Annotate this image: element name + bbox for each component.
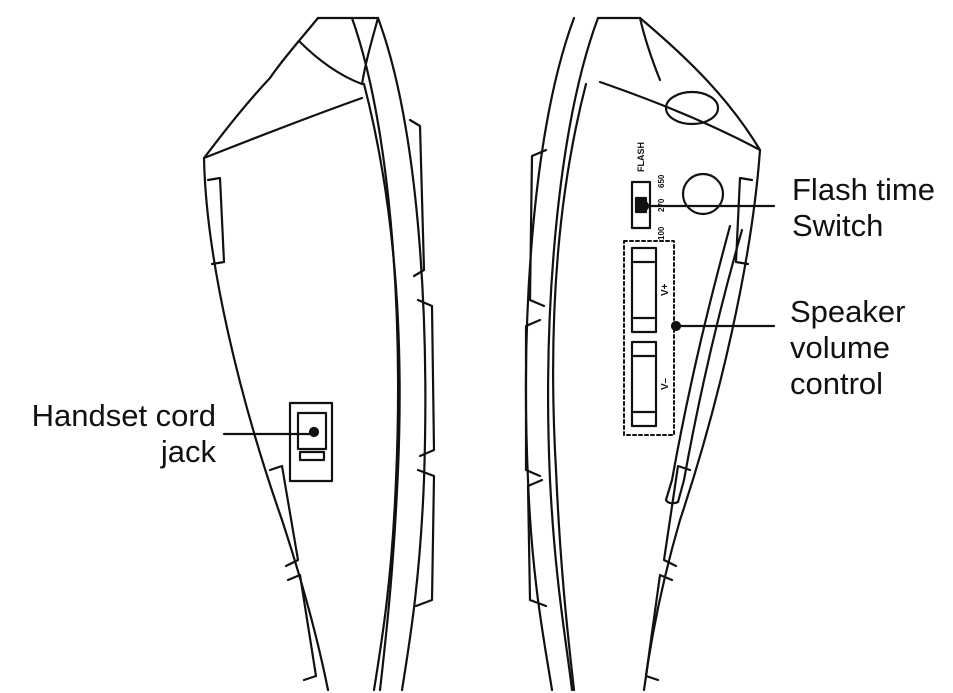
handset-label-line-2: jack	[160, 434, 216, 469]
left-side-view	[202, 16, 436, 692]
flash-time-switch-label: Flash time Switch	[792, 172, 935, 244]
device-markings: FLASH 100 270 650 V+ V–	[636, 142, 671, 390]
flash-label-line-2: Switch	[792, 208, 884, 243]
speaker-volume-control-label: Speaker volume control	[790, 294, 905, 402]
switch-position-650: 650	[657, 174, 666, 188]
speaker-label-line-2: volume	[790, 330, 890, 365]
switch-position-100: 100	[657, 226, 666, 240]
flash-label-line-1: Flash time	[792, 172, 935, 207]
speaker-label-line-1: Speaker	[790, 294, 906, 329]
volume-up-marking: V+	[660, 283, 671, 296]
flash-marking: FLASH	[636, 142, 646, 172]
volume-down-marking: V–	[660, 377, 671, 390]
switch-position-270: 270	[657, 198, 666, 212]
handset-label-line-1: Handset cord	[31, 398, 216, 433]
right-side-view	[524, 16, 762, 692]
speaker-label-line-3: control	[790, 366, 884, 401]
handset-cord-jack-label: Handset cord jack	[6, 398, 216, 470]
